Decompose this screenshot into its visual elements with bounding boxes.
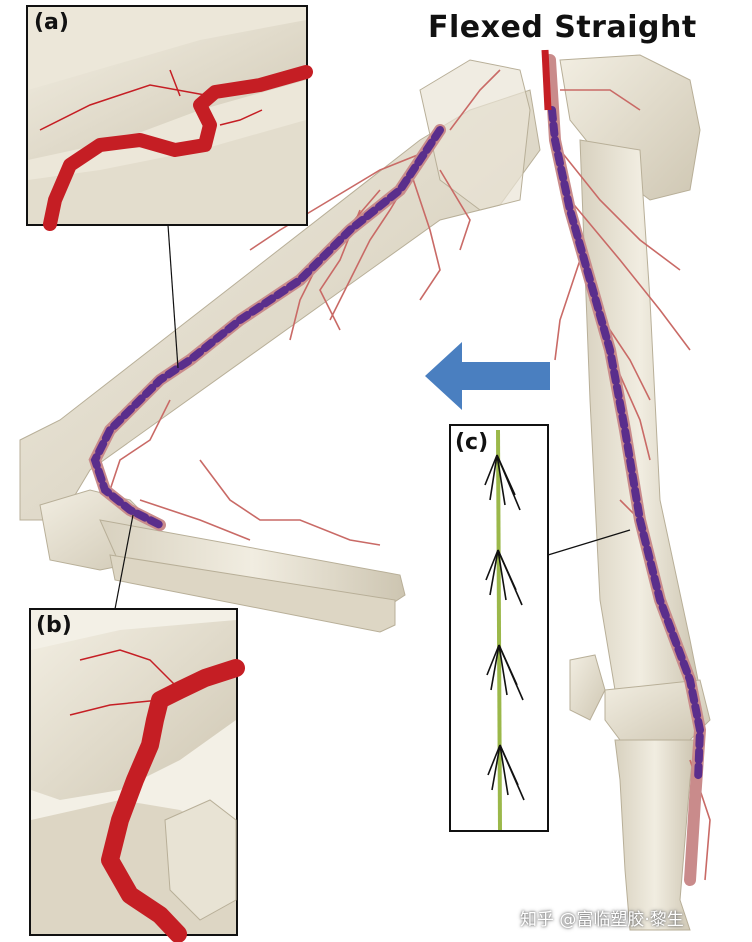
straight-artery-top (541, 49, 552, 111)
straight-femur (579, 139, 701, 721)
flexed-fibula (109, 554, 396, 633)
flexed-limb (19, 59, 541, 633)
straight-hip (559, 54, 701, 201)
inset-b-leader (114, 514, 134, 610)
straight-tibia (614, 739, 696, 931)
inset-a-artery (43, 65, 313, 231)
inset-a-bone (28, 20, 306, 160)
inset-c-anchor-4 (487, 744, 525, 801)
inset-b-branches (69, 649, 176, 716)
figure-title: Flexed Straight (428, 10, 697, 45)
inset-c-anchor-3 (486, 644, 524, 701)
direction-arrow (425, 342, 550, 410)
panel-label-a: (a) (34, 10, 69, 35)
straight-stent (548, 106, 705, 784)
inset-a (26, 5, 313, 231)
inset-b (29, 608, 245, 942)
inset-c-anchor-2 (485, 549, 523, 606)
flexed-hip (419, 59, 531, 211)
inset-b-bone (31, 620, 236, 800)
inset-c-anchor-1 (484, 454, 521, 511)
panel-label-b: (b) (36, 613, 72, 638)
flexed-stent (90, 126, 444, 529)
inset-a-branches (39, 69, 263, 131)
inset-c (449, 424, 549, 832)
inset-c-stent-spine (496, 429, 502, 831)
watermark: 知乎 @富临塑胶·黎生 (520, 910, 684, 930)
inset-b-artery (101, 659, 245, 942)
panel-label-c: (c) (455, 430, 489, 455)
inset-a-leader (167, 224, 179, 369)
inset-b-condyle (164, 799, 237, 921)
inset-a-bone-lower (28, 120, 306, 224)
inset-c-leader (547, 529, 631, 556)
straight-limb (541, 49, 711, 931)
straight-patella (569, 654, 606, 721)
